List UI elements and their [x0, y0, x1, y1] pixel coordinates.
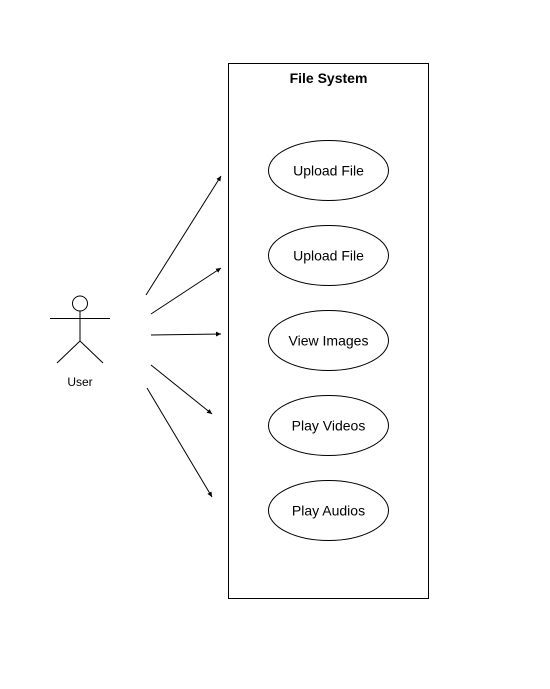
use-case-ellipse: [268, 395, 389, 456]
use-case-play-videos[interactable]: Play Videos: [268, 395, 389, 456]
use-case-ellipse: [268, 225, 389, 286]
association-arrow-upload-file-2: [150, 267, 222, 315]
use-case-label: Play Videos: [292, 418, 366, 434]
association-arrow-play-videos: [150, 364, 213, 415]
system-boundary: [228, 63, 429, 599]
association-arrow-view-images: [150, 331, 222, 337]
system-title: File System: [290, 70, 368, 86]
use-case-label: View Images: [289, 333, 369, 349]
use-case-view-images[interactable]: View Images: [268, 310, 389, 371]
use-case-ellipse: [268, 140, 389, 201]
use-case-play-audios[interactable]: Play Audios: [268, 480, 389, 541]
use-case-ellipse: [268, 480, 389, 541]
association-arrow-upload-file-1: [145, 175, 222, 296]
use-case-label: Upload File: [293, 248, 364, 264]
use-case-label: Upload File: [293, 163, 364, 179]
actor-label: User: [67, 375, 92, 389]
actor-user[interactable]: User: [50, 295, 110, 389]
use-case-ellipse: [268, 310, 389, 371]
stick-figure-icon: [50, 295, 110, 364]
use-case-upload-file-1[interactable]: Upload File: [268, 140, 389, 201]
use-case-label: Play Audios: [292, 503, 365, 519]
association-arrow-play-audios: [146, 387, 213, 498]
use-case-upload-file-2[interactable]: Upload File: [268, 225, 389, 286]
